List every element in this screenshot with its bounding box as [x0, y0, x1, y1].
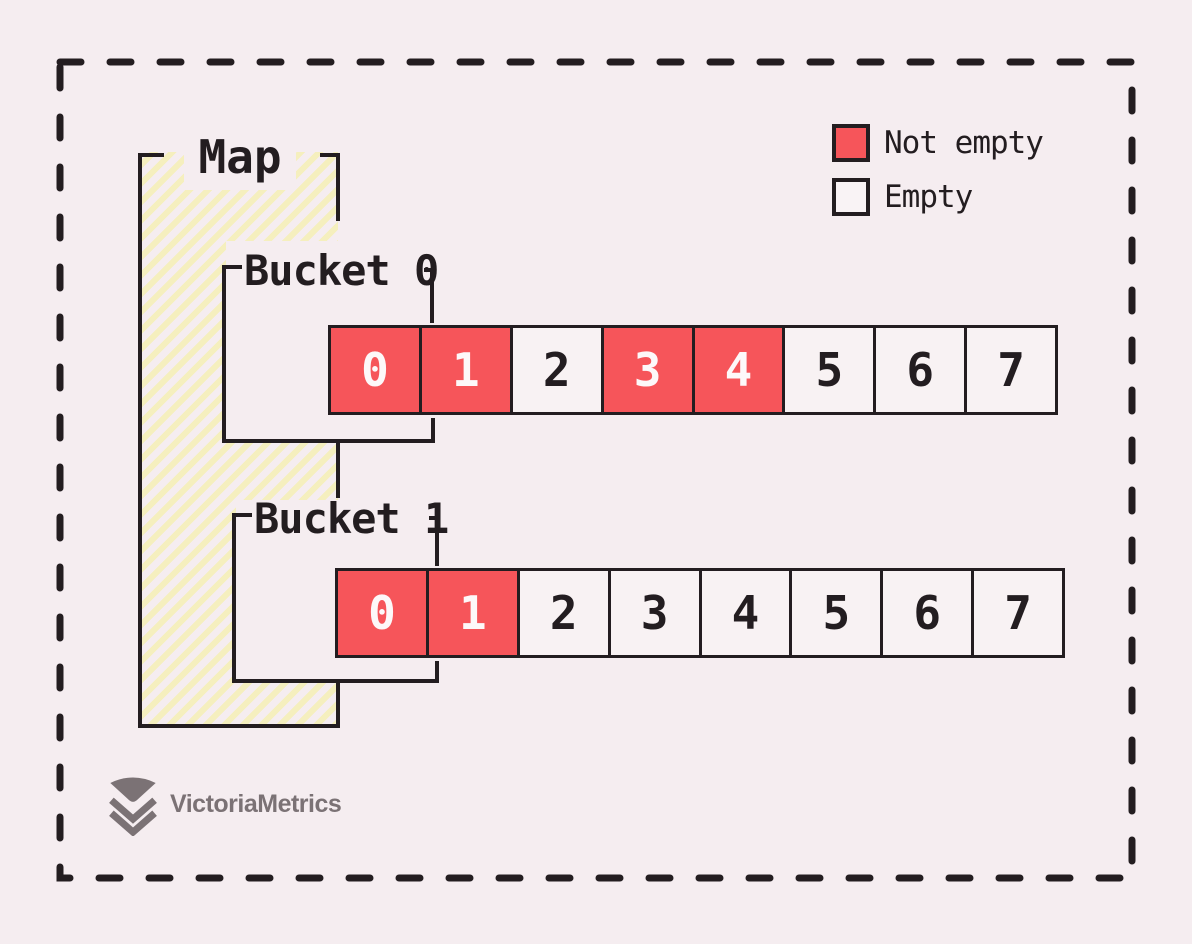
legend-item-empty: Empty — [832, 178, 1043, 216]
bucket-cell: 6 — [880, 571, 971, 655]
bucket-0-row: 0 1 2 3 4 5 6 7 — [328, 325, 1058, 415]
bucket-1-bracket-backplate — [236, 500, 338, 680]
bucket-1-bracket — [232, 513, 439, 683]
bucket-0-bracket — [222, 265, 435, 443]
map-label-backplate — [184, 128, 296, 190]
bucket-cell: 2 — [516, 571, 608, 655]
bucket-cell: 0 — [338, 571, 426, 655]
bucket-cell: 1 — [425, 571, 517, 655]
legend-label: Not empty — [884, 125, 1044, 161]
bucket-1-row: 0 1 2 3 4 5 6 7 — [335, 568, 1065, 658]
dashed-border — [56, 58, 1136, 882]
bucket-0-bracket-backplate — [226, 241, 338, 440]
brand-name: VictoriaMetrics — [170, 789, 342, 818]
bucket-cell: 7 — [971, 571, 1062, 655]
bucket-cell: 2 — [509, 328, 601, 412]
map-right-connector — [320, 153, 340, 221]
bucket-cell: 3 — [600, 328, 692, 412]
bucket-1-label: Bucket 1 — [254, 493, 449, 543]
victoriametrics-logo-icon — [109, 777, 157, 836]
legend: Not empty Empty — [832, 124, 1044, 216]
bucket-0-label: Bucket 0 — [244, 245, 439, 295]
bucket-cell: 5 — [789, 571, 880, 655]
bucket-cell: 0 — [331, 328, 419, 412]
bucket-0-label-connector — [424, 268, 434, 323]
not-empty-swatch — [832, 124, 870, 162]
bucket-1-label-connector — [429, 516, 439, 566]
bucket-cell: 5 — [782, 328, 873, 412]
bucket-cell: 7 — [964, 328, 1055, 412]
empty-swatch — [832, 178, 870, 216]
bucket-cell: 1 — [418, 328, 510, 412]
map-label: Map — [198, 130, 282, 184]
legend-item-not-empty: Not empty — [832, 124, 1044, 162]
bucket-cell: 4 — [698, 571, 790, 655]
bucket-cell: 3 — [607, 571, 699, 655]
brand-lockup: VictoriaMetrics — [106, 770, 342, 838]
map-outline — [138, 153, 340, 728]
bucket-cell: 4 — [691, 328, 783, 412]
legend-label: Empty — [884, 179, 973, 215]
bucket-cell: 6 — [873, 328, 964, 412]
